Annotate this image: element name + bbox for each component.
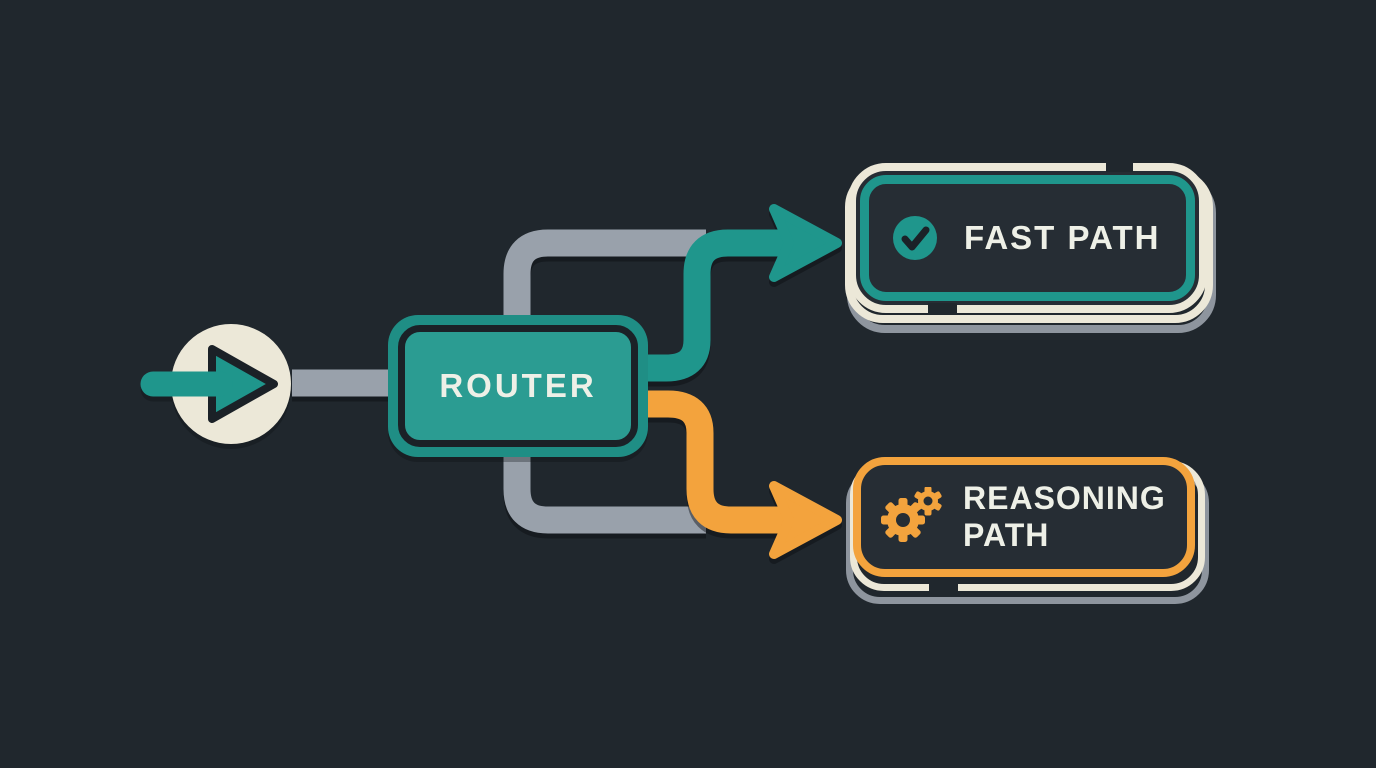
- router-inner-panel: ROUTER: [398, 325, 638, 447]
- router-top-loop-path: [503, 229, 706, 334]
- router-loop-paths: [292, 229, 706, 534]
- reasoning-arrowhead-icon: [769, 481, 842, 559]
- fast-path-card: FAST PATH: [848, 163, 1207, 313]
- router-bottom-loop-path: [503, 436, 706, 534]
- router-label: ROUTER: [439, 367, 597, 404]
- fast-arrowhead-icon: [769, 204, 842, 282]
- reasoning-branch-path: [636, 390, 786, 534]
- border-gap: [928, 303, 957, 313]
- gears-icon: [881, 487, 942, 542]
- check-icon: [893, 216, 937, 260]
- reasoning-branch: [636, 390, 842, 559]
- input-node: [140, 324, 291, 444]
- fast-path-label: FAST PATH: [964, 219, 1161, 256]
- router-node: ROUTER: [388, 315, 648, 457]
- fast-branch-path: [636, 229, 786, 382]
- fast-branch: [636, 204, 842, 382]
- border-gap: [929, 582, 958, 592]
- reasoning-path-card: REASONING PATH: [853, 457, 1195, 577]
- fast-path-inner-ring: [860, 175, 1195, 301]
- fast-path-node: FAST PATH: [845, 162, 1216, 333]
- border-gap: [1106, 162, 1133, 172]
- reasoning-path-node: REASONING PATH: [846, 457, 1209, 604]
- reasoning-path-label: REASONING PATH: [963, 480, 1166, 553]
